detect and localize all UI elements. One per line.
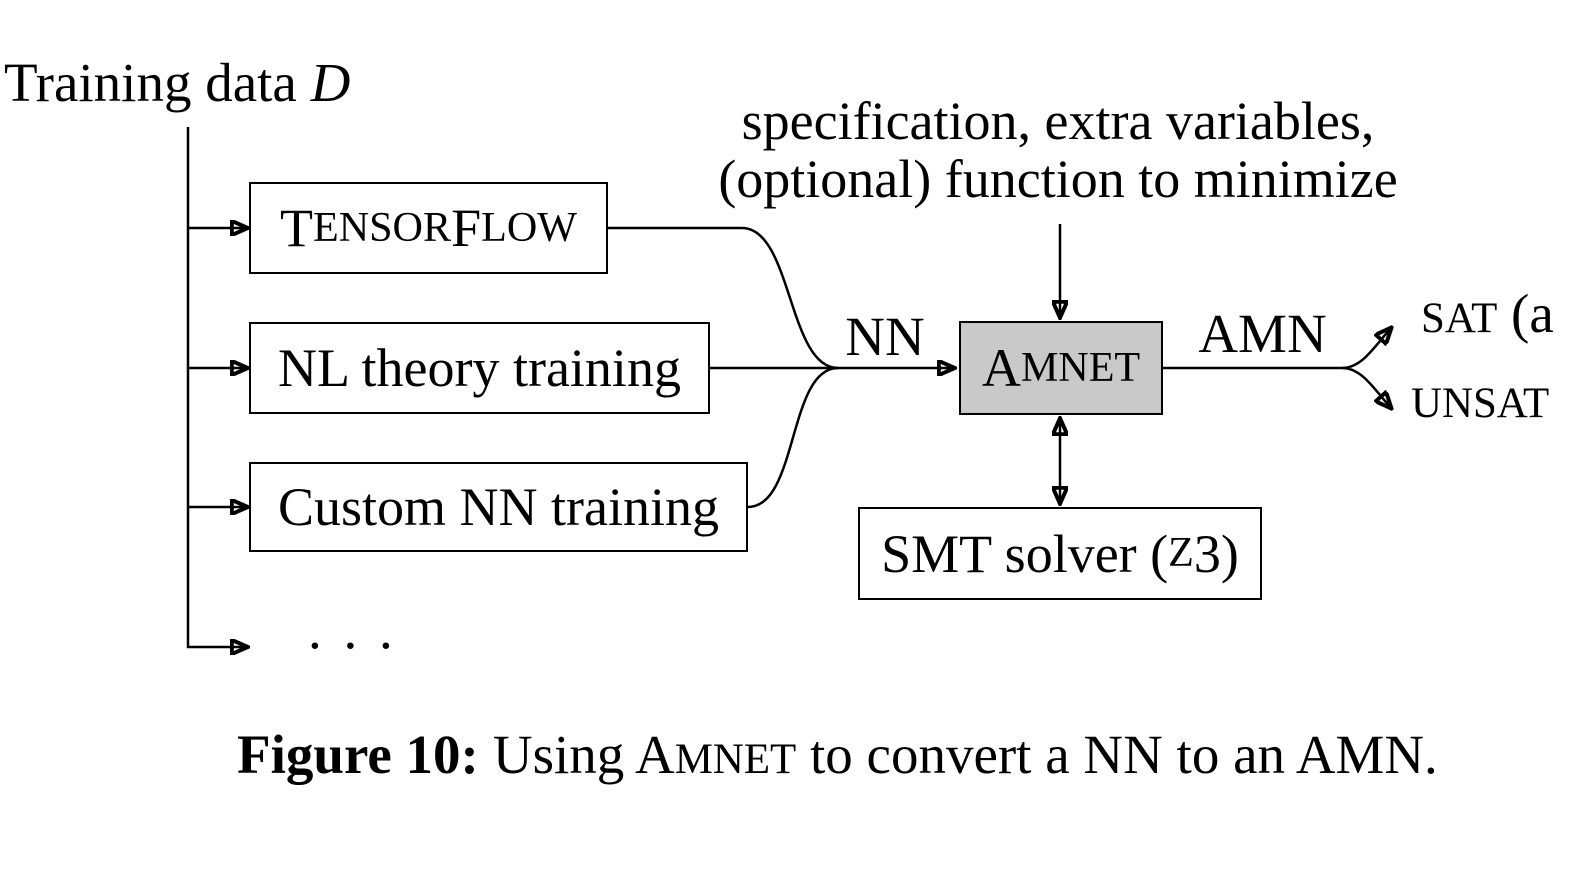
edge-tensorflow-merge: [608, 226, 839, 370]
training-data-symbol: D: [310, 52, 351, 113]
output-sat-label: SAT (a: [1421, 283, 1554, 344]
edge-fork-unsat-arrow: [1341, 366, 1391, 408]
edge-label-nn: NN: [845, 306, 925, 367]
edge-label-amn: AMN: [1198, 303, 1327, 364]
edge-custom-merge: [747, 366, 839, 509]
figure-caption: Figure 10:Using AMNET to convert a NN to…: [237, 724, 1438, 785]
spec-line1: specification, extra variables,: [741, 91, 1375, 151]
trunk-and-ellipsis-arrow: [186, 127, 247, 647]
more-sources-ellipsis: . . .: [308, 599, 397, 660]
spec-input-label: specification, extra variables, (optiona…: [658, 92, 1458, 208]
node-custom-nn-training: Custom NN training: [249, 462, 748, 552]
output-unsat-label: UNSAT: [1411, 380, 1550, 427]
spec-line2: (optional) function to minimize: [718, 149, 1398, 209]
node-nl-theory-training: NL theory training: [249, 322, 710, 414]
training-data-label: Training data D: [4, 52, 351, 113]
edge-fork-sat-arrow: [1341, 328, 1391, 370]
figure-caption-number: Figure 10:: [237, 724, 479, 785]
